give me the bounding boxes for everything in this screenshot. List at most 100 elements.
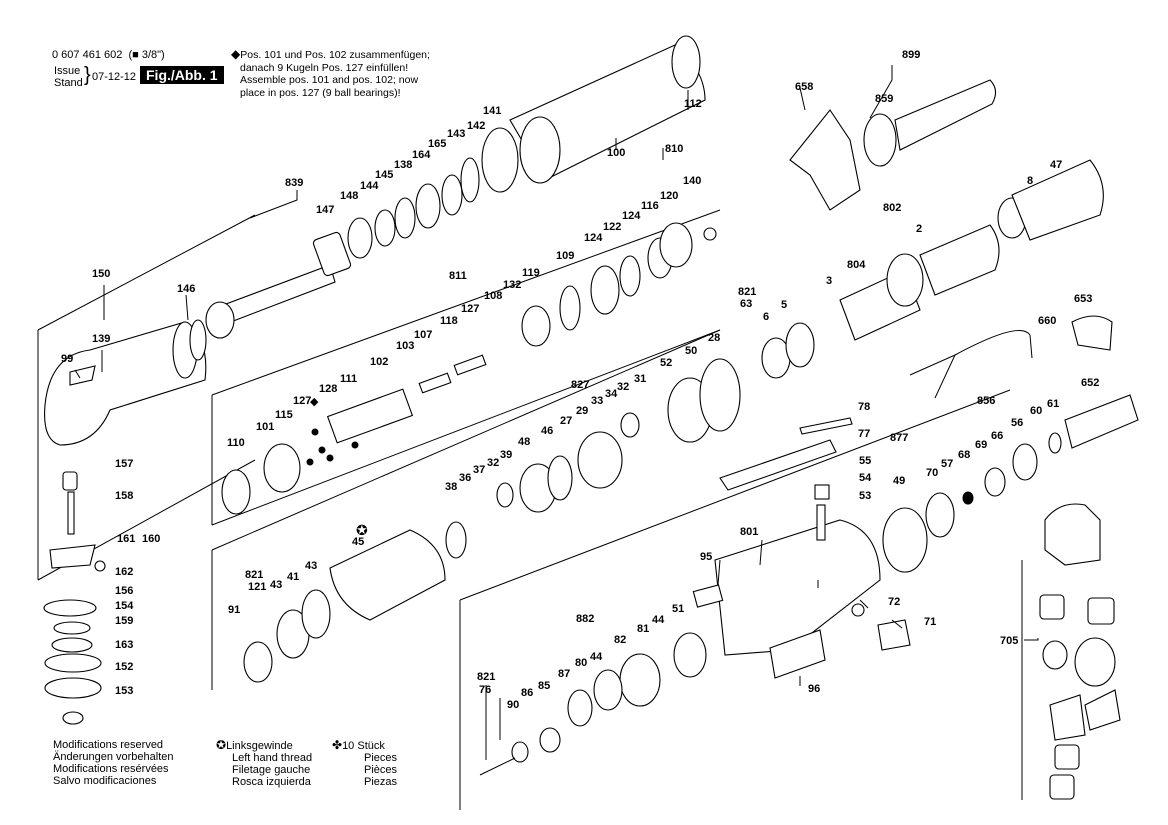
handle-801 xyxy=(714,519,881,656)
hose-899 xyxy=(894,79,997,151)
label-141: 141 xyxy=(483,105,501,117)
ring-112 xyxy=(671,35,701,89)
lever-658 xyxy=(789,109,861,211)
label-804: 804 xyxy=(847,259,866,271)
label-802: 802 xyxy=(883,202,901,214)
label-96: 96 xyxy=(808,683,820,695)
plug-71 xyxy=(877,619,911,651)
label-160: 160 xyxy=(142,533,160,545)
label-33: 33 xyxy=(591,395,603,407)
angle-head-assembly xyxy=(44,35,706,446)
label-49: 49 xyxy=(893,475,905,487)
label-95: 95 xyxy=(700,551,712,563)
label-43a: 43 xyxy=(270,579,282,591)
label-38: 38 xyxy=(445,481,457,493)
label-658: 658 xyxy=(795,81,813,93)
bevel-pinion xyxy=(49,544,96,569)
label-99: 99 xyxy=(61,353,73,365)
label-859: 859 xyxy=(875,93,893,105)
label-122: 122 xyxy=(603,221,621,233)
label-162: 162 xyxy=(115,566,133,578)
label-143: 143 xyxy=(447,128,465,140)
clutch-cam-102 xyxy=(326,388,414,444)
gear-housing-45 xyxy=(329,529,446,621)
label-37: 37 xyxy=(473,464,485,476)
label-51: 51 xyxy=(672,603,684,615)
label-163: 163 xyxy=(115,639,133,651)
label-47: 47 xyxy=(1050,159,1062,171)
label-50: 50 xyxy=(685,345,697,357)
label-5: 5 xyxy=(781,299,787,311)
label-810: 810 xyxy=(665,143,683,155)
label-652: 652 xyxy=(1081,377,1099,389)
part-labels: 899 658 859 112 100 810 141 142 143 165 … xyxy=(61,49,1099,711)
label-78: 78 xyxy=(858,401,870,413)
spring-109 xyxy=(559,285,581,331)
plate-95 xyxy=(692,584,724,608)
label-45: 45 xyxy=(352,536,364,548)
label-146: 146 xyxy=(177,283,195,295)
label-164: 164 xyxy=(412,149,431,161)
label-108: 108 xyxy=(484,290,502,302)
cap-nut-152 xyxy=(44,677,102,699)
label-8: 8 xyxy=(1027,175,1033,187)
label-100: 100 xyxy=(607,147,625,159)
clutch-assembly xyxy=(221,222,717,515)
endplate-47 xyxy=(1011,159,1104,241)
label-76: 76 xyxy=(479,684,491,696)
label-52: 52 xyxy=(660,357,672,369)
label-54: 54 xyxy=(859,472,872,484)
label-34: 34 xyxy=(605,388,618,400)
star-circle-icon: ✪ xyxy=(216,738,227,752)
label-53: 53 xyxy=(859,490,871,502)
label-120: 120 xyxy=(660,190,678,202)
label-156: 156 xyxy=(115,585,133,597)
cylinder-2 xyxy=(919,224,1000,296)
label-811: 811 xyxy=(449,270,467,282)
label-111: 111 xyxy=(340,373,357,385)
label-109: 109 xyxy=(556,250,574,262)
label-86: 86 xyxy=(521,687,533,699)
label-165: 165 xyxy=(428,138,446,150)
planet-carrier-27 xyxy=(577,431,623,489)
swivel-fitting xyxy=(1044,503,1101,566)
label-77: 77 xyxy=(858,428,870,440)
label-856: 856 xyxy=(977,395,995,407)
nipple-652 xyxy=(1064,394,1139,449)
label-39: 39 xyxy=(500,449,512,461)
label-36: 36 xyxy=(459,472,471,484)
label-44a: 44 xyxy=(652,614,665,626)
diamond-icon: ◆ xyxy=(231,47,241,61)
label-72: 72 xyxy=(888,596,900,608)
label-2: 2 xyxy=(916,223,922,235)
left-thread-star-icon: ✪ xyxy=(356,522,368,538)
label-44b: 44 xyxy=(590,651,603,663)
lever-77 xyxy=(719,439,837,491)
label-138: 138 xyxy=(394,159,412,171)
label-85: 85 xyxy=(538,680,550,692)
grip-96 xyxy=(769,629,826,679)
label-150: 150 xyxy=(92,268,110,280)
label-839: 839 xyxy=(285,177,303,189)
brace: } xyxy=(84,64,91,86)
label-41: 41 xyxy=(287,571,299,583)
label-46: 46 xyxy=(541,425,553,437)
diamond-mark-127: ◆ xyxy=(310,396,319,408)
clip-653 xyxy=(1071,315,1113,351)
label-821b: 821 xyxy=(245,569,263,581)
stand-label: Stand xyxy=(54,77,83,89)
label-121: 121 xyxy=(248,581,266,593)
label-82: 82 xyxy=(614,634,626,646)
label-159: 159 xyxy=(115,615,133,627)
label-154: 154 xyxy=(115,600,134,612)
label-31: 31 xyxy=(634,373,646,385)
label-48: 48 xyxy=(518,436,530,448)
label-148: 148 xyxy=(340,190,358,202)
label-71: 71 xyxy=(924,616,936,628)
coupling-859 xyxy=(863,113,897,167)
gear-train xyxy=(243,322,815,683)
accessory-set-705 xyxy=(1039,503,1121,800)
label-107: 107 xyxy=(414,329,432,341)
nut-120 xyxy=(659,222,693,268)
label-63: 63 xyxy=(740,298,752,310)
